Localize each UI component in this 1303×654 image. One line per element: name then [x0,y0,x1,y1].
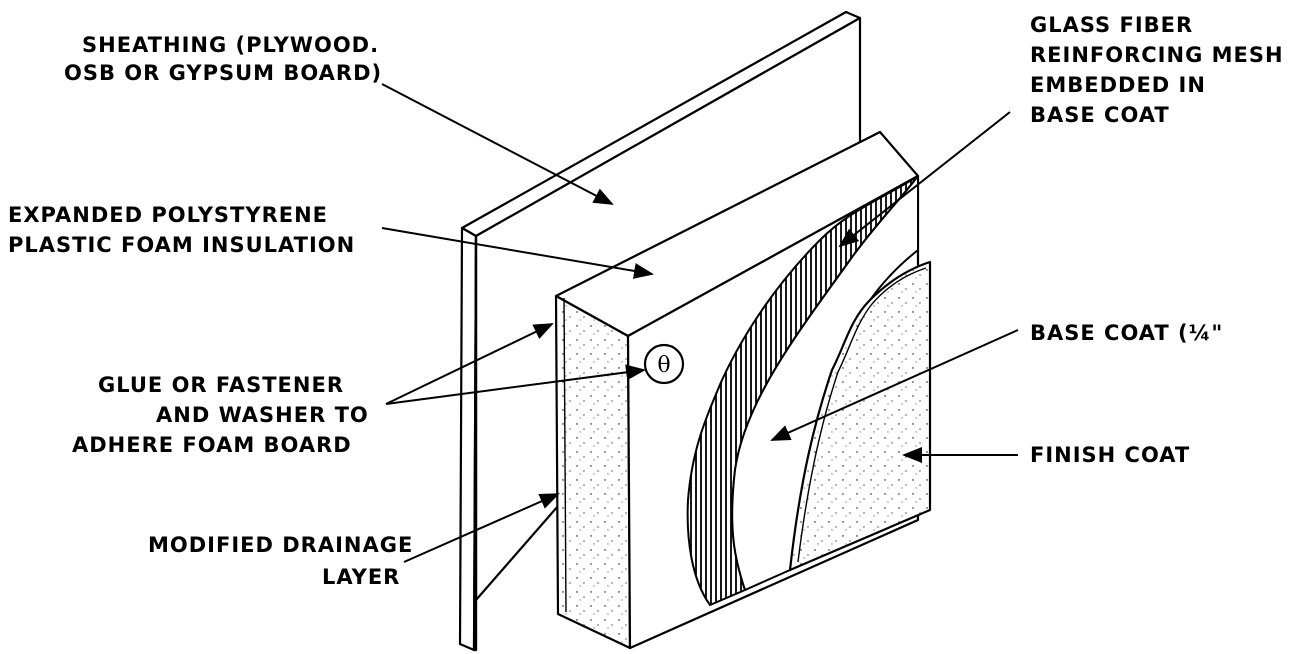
label-glue-line-1: GLUE OR FASTENER [98,373,344,397]
fastener-washer: θ [643,343,685,385]
label-glue-line-2: AND WASHER TO [156,403,369,427]
label-finish-coat-line-1: FINISH COAT [1030,443,1190,467]
fastener-symbol: θ [657,353,670,378]
label-eps-line-1: EXPANDED POLYSTYRENE [8,203,328,227]
leader-sheathing [381,83,614,205]
finish-coat-layer [788,260,932,572]
label-drainage-line-1: MODIFIED DRAINAGE [148,533,413,557]
leader-glue-to-washer [385,364,646,405]
label-sheathing: SHEATHING (PLYWOOD. OSB OR GYPSUM BOARD) [64,33,382,85]
label-drainage-line-2: LAYER [322,565,400,589]
label-base-coat: BASE COAT (¼" [1030,321,1223,345]
label-glue-line-3: ADHERE FOAM BOARD [72,433,352,457]
label-finish-coat: FINISH COAT [1030,443,1190,467]
label-sheathing-line-2: OSB OR GYPSUM BOARD) [64,61,382,85]
leader-base-coat [770,329,1019,441]
leader-drainage [403,493,560,563]
leader-eps [381,227,654,279]
label-glass-fiber-line-1: GLASS FIBER [1030,13,1193,37]
label-base-coat-line-1: BASE COAT (¼" [1030,321,1223,345]
label-drainage: MODIFIED DRAINAGE LAYER [148,533,413,589]
label-glass-fiber-line-4: BASE COAT [1030,103,1170,127]
label-sheathing-line-1: SHEATHING (PLYWOOD. [82,33,379,57]
leader-lines [381,83,1019,563]
label-glass-fiber-line-2: REINFORCING MESH [1030,43,1284,67]
label-eps: EXPANDED POLYSTYRENE PLASTIC FOAM INSULA… [8,203,355,257]
leader-glue-to-edge [385,323,554,405]
label-glass-fiber: GLASS FIBER REINFORCING MESH EMBEDDED IN… [1030,13,1284,127]
label-eps-line-2: PLASTIC FOAM INSULATION [8,233,355,257]
label-glass-fiber-line-3: EMBEDDED IN [1030,73,1206,97]
leader-glass-fiber [838,111,1011,248]
label-glue: GLUE OR FASTENER AND WASHER TO ADHERE FO… [72,373,369,457]
